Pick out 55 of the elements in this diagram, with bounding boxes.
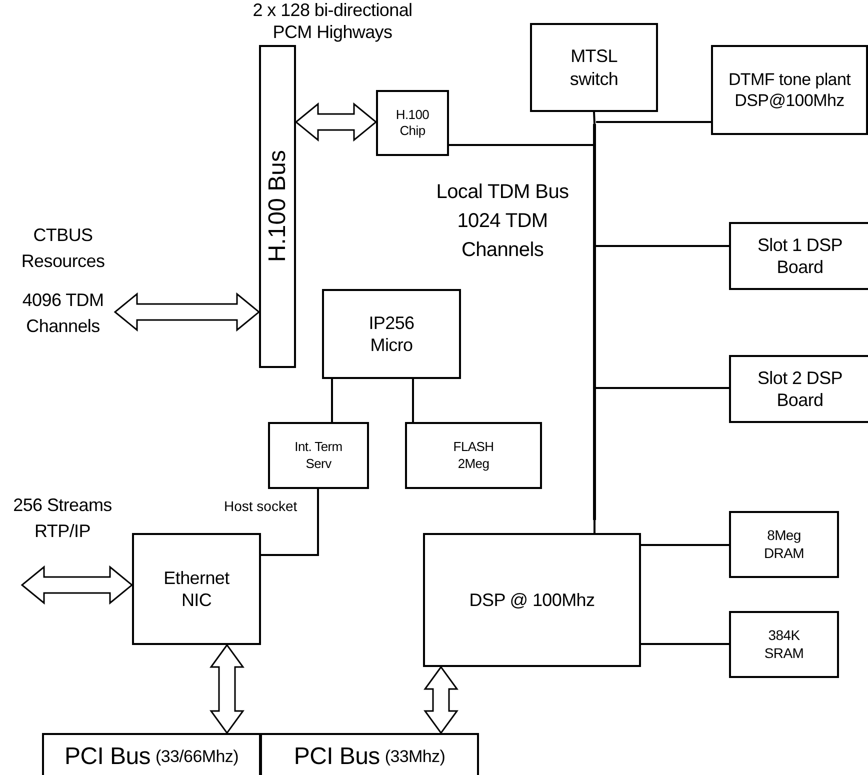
connector-line <box>641 544 729 546</box>
box-label: IP256 Micro <box>368 312 416 356</box>
component-box <box>268 422 369 489</box>
box-label: 8Meg DRAM <box>762 527 806 562</box>
connector-line <box>412 379 414 422</box>
component-box <box>530 23 658 112</box>
component-box <box>729 355 868 423</box>
box-label: Slot 1 DSP Board <box>756 234 844 278</box>
box-label: MTSL switch <box>568 45 620 90</box>
box-label: Slot 2 DSP Board <box>756 366 844 412</box>
component-box <box>260 733 479 775</box>
edge-label: Host socket <box>222 498 300 514</box>
double-arrow <box>424 666 458 734</box>
component-box <box>376 90 449 156</box>
double-arrow <box>294 102 378 142</box>
bus-line <box>593 124 596 520</box>
connector-line <box>596 387 729 389</box>
annotation-text: 2 x 128 bi-directional PCM Highways <box>252 0 414 44</box>
connector-line <box>593 112 596 124</box>
component-box <box>132 533 261 645</box>
annotation-text: CTBUS Resources <box>20 224 106 274</box>
annotation-text: 256 Streams RTP/IP <box>12 494 113 544</box>
double-arrow <box>114 292 260 332</box>
box-label: PCI Bus <box>294 742 380 772</box>
component-box <box>729 611 839 678</box>
box-label: DTMF tone plant DSP@100Mhz <box>727 68 852 112</box>
box-label: Ethernet NIC <box>162 566 230 612</box>
bus-name: H.100 Bus <box>264 150 292 263</box>
connector-line <box>596 121 711 123</box>
component-box <box>42 733 261 775</box>
component-box <box>405 422 542 489</box>
box-label: Int. Term Serv <box>294 439 344 472</box>
connector-line <box>596 245 729 247</box>
connector-line <box>449 144 593 146</box>
box-label: PCI Bus <box>64 742 150 772</box>
annotation-text: 4096 TDM Channels <box>21 289 105 338</box>
double-arrow <box>210 644 244 734</box>
double-arrow <box>20 565 134 605</box>
box-label: H.100 Chip <box>394 106 430 140</box>
connector-line <box>594 520 596 533</box>
box-label: DSP @ 100Mhz <box>469 588 595 612</box>
component-box <box>729 511 839 578</box>
component-box <box>711 45 868 135</box>
connector-line <box>641 643 729 645</box>
box-label: FLASH 2Meg <box>452 439 495 472</box>
bus-speed: (33Mhz) <box>384 746 446 768</box>
connector-line <box>331 379 333 422</box>
component-box <box>322 289 461 379</box>
component-box <box>729 222 868 290</box>
box-label: 384K SRAM <box>763 627 805 662</box>
bus-bar <box>259 45 296 368</box>
bus-speed: (33/66Mhz) <box>155 746 238 768</box>
bus-description: Local TDM Bus 1024 TDM Channels <box>435 180 570 263</box>
component-box <box>423 533 641 667</box>
connector-line <box>261 489 319 556</box>
